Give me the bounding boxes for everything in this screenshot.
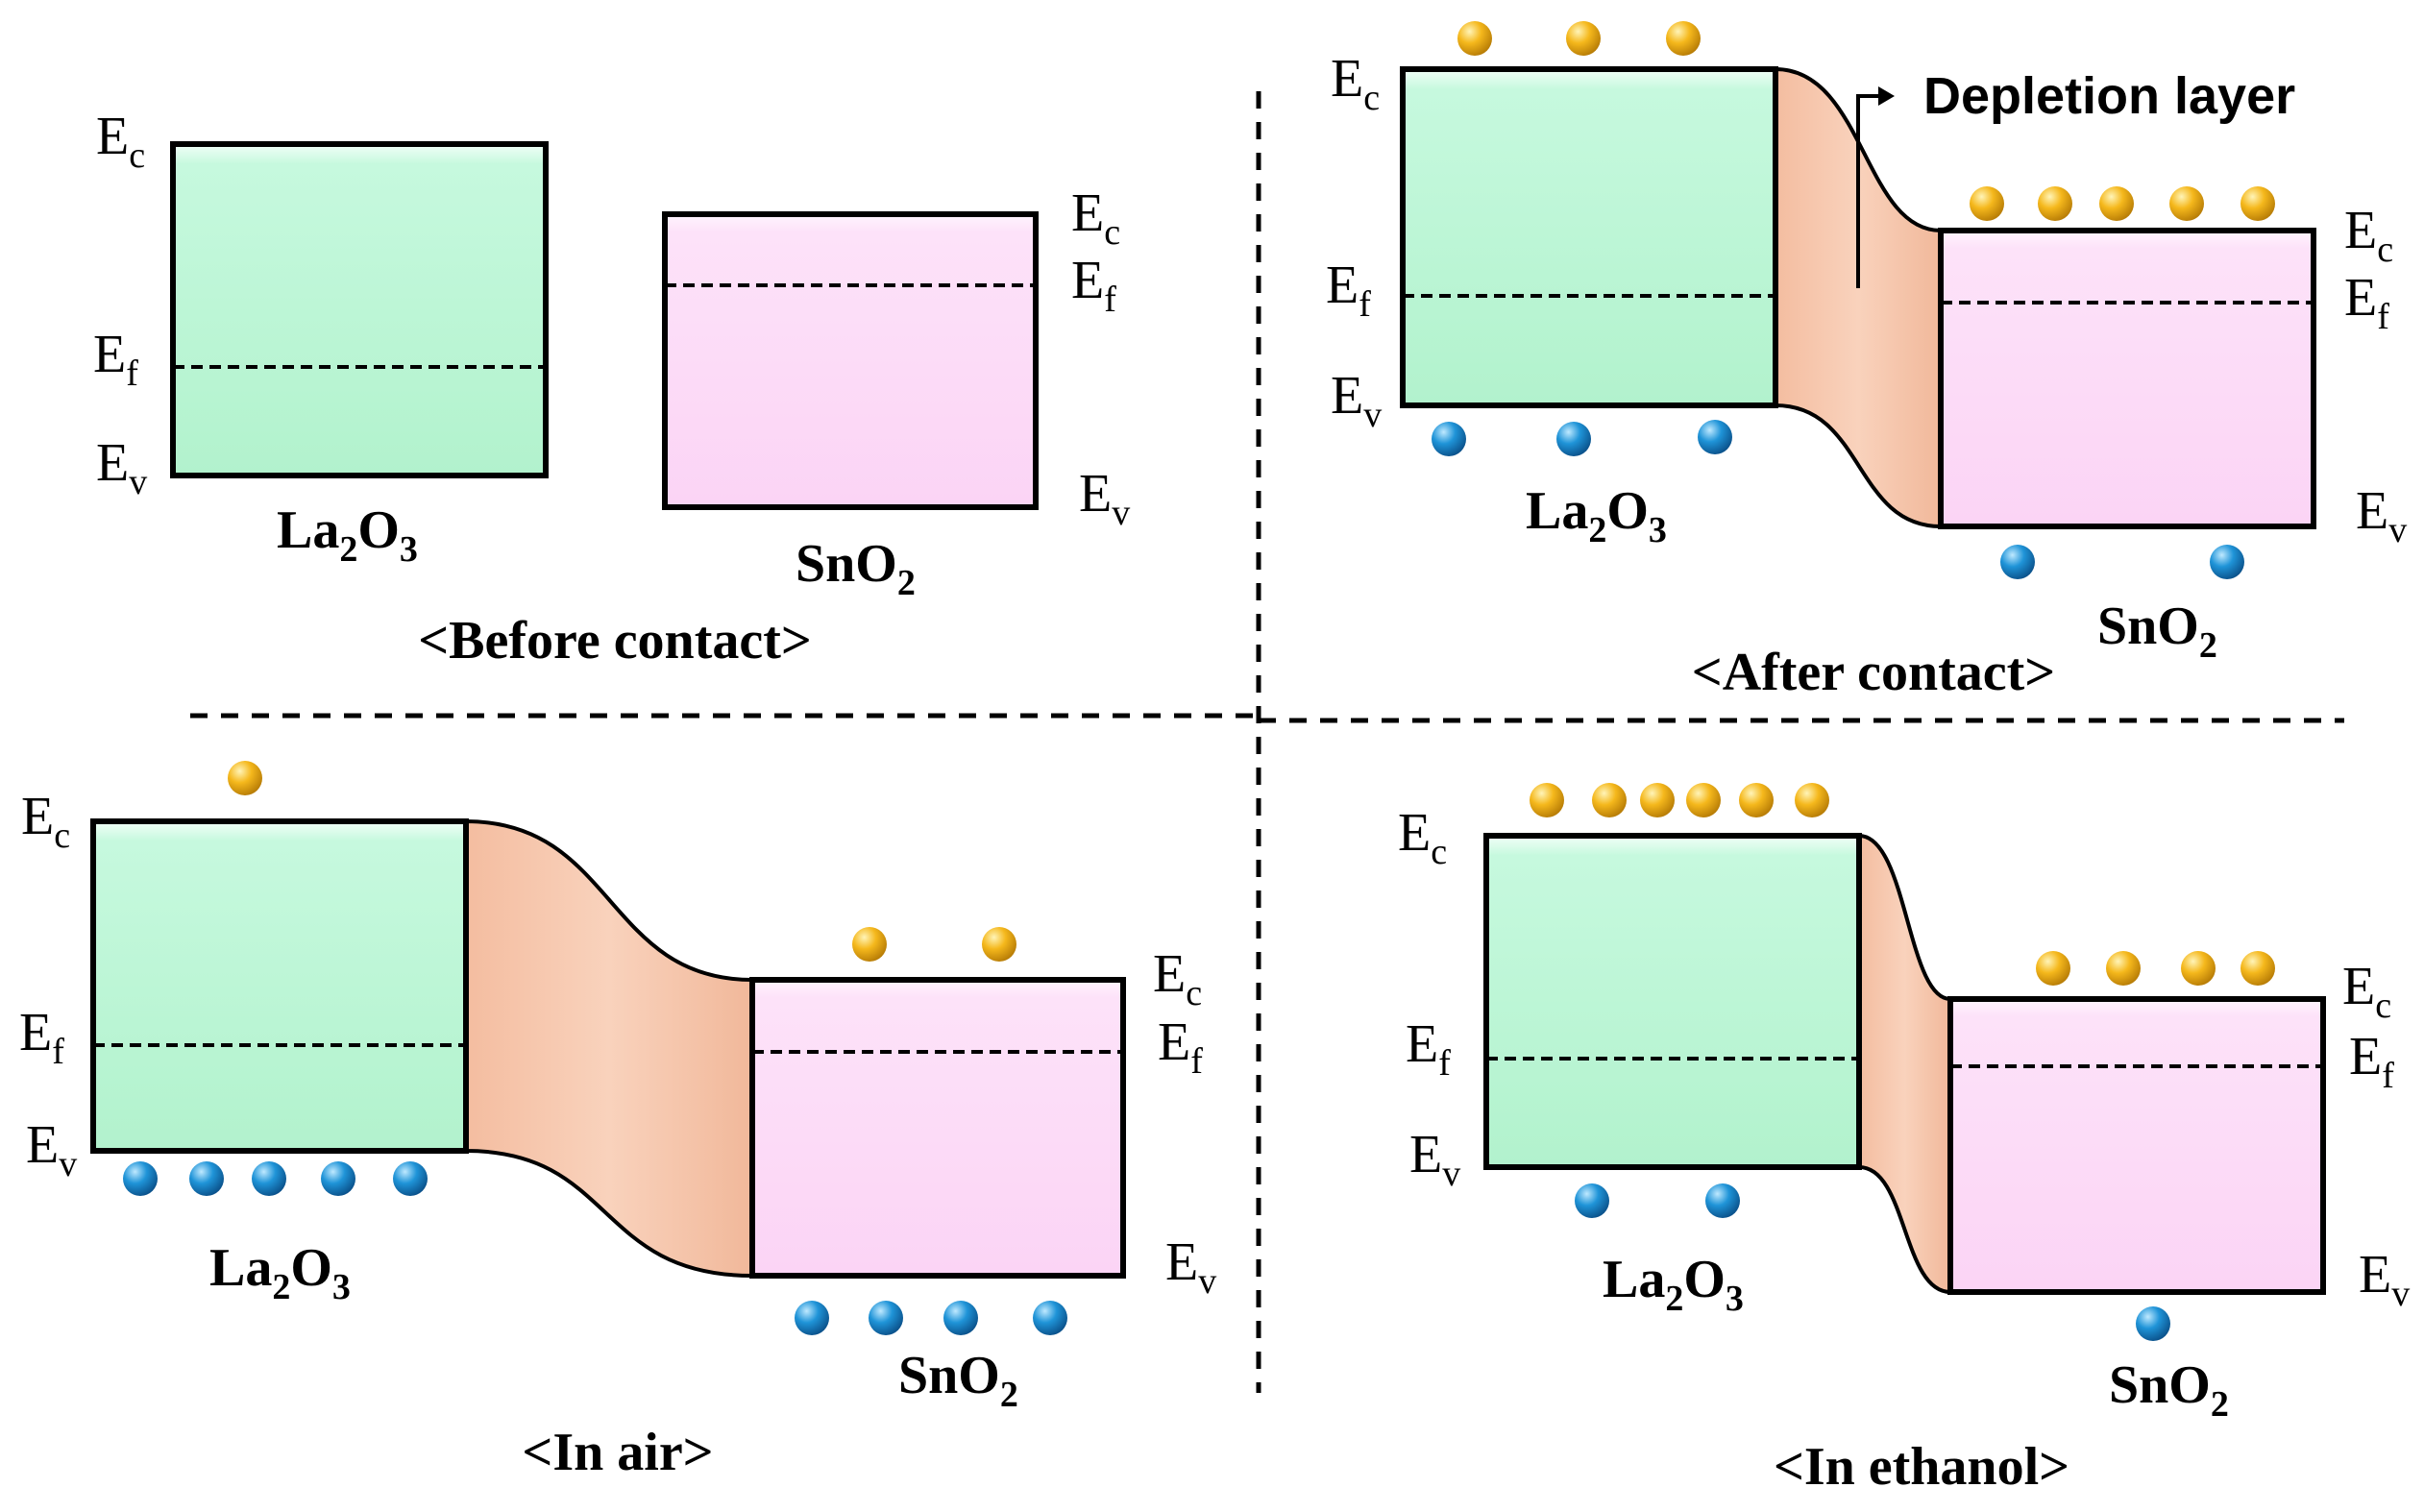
depletion-region	[1857, 833, 1952, 1295]
electron	[1666, 21, 1701, 56]
electron	[2099, 186, 2134, 221]
electron	[1566, 21, 1601, 56]
caption-after-contact: <After contact>	[1692, 643, 2055, 702]
sno2-band-box	[749, 977, 1126, 1279]
hole	[252, 1161, 286, 1196]
label-ec: Ec	[1398, 803, 1447, 872]
label-ef: Ef	[1071, 251, 1116, 320]
label-ef: Ef	[19, 1003, 64, 1072]
la2o3-band-box	[1483, 833, 1862, 1170]
electron	[1592, 783, 1627, 817]
sno2-band-box	[1947, 996, 2326, 1295]
electron	[2181, 951, 2216, 986]
depletion-layer-label: Depletion layer	[1923, 67, 2295, 125]
label-ef: Ef	[1326, 256, 1371, 325]
electron	[1530, 783, 1564, 817]
label-ec: Ec	[2342, 957, 2391, 1026]
arrow-head	[1878, 86, 1895, 106]
hole	[869, 1301, 903, 1335]
electron	[2240, 951, 2275, 986]
label-ef: Ef	[1158, 1012, 1203, 1082]
panel-before-contact: Ec Ef Ev Ec Ef Ev La2O3 SnO2 <Before con…	[93, 107, 1130, 671]
label-sno2: SnO2	[2109, 1355, 2229, 1425]
label-ef: Ef	[2349, 1027, 2394, 1096]
hole	[189, 1161, 224, 1196]
caption-in-ethanol: <In ethanol>	[1774, 1437, 2069, 1497]
hole	[1575, 1183, 1609, 1218]
label-ev: Ev	[96, 433, 147, 502]
hole	[2136, 1306, 2170, 1341]
la2o3-band-box	[90, 818, 469, 1154]
electron	[1457, 21, 1492, 56]
panel-in-air: Ec Ef Ev Ec Ef Ev La2O3 SnO2 <In air>	[19, 761, 1216, 1482]
hole	[1705, 1183, 1740, 1218]
label-ec: Ec	[2344, 201, 2393, 270]
sno2-band-box	[662, 211, 1039, 510]
label-ef: Ef	[93, 325, 138, 394]
label-la2o3: La2O3	[1526, 481, 1667, 550]
label-ec: Ec	[1331, 49, 1380, 118]
label-ev: Ev	[2359, 1245, 2410, 1314]
hole	[943, 1301, 978, 1335]
electron	[228, 761, 262, 795]
label-la2o3: La2O3	[1603, 1250, 1744, 1319]
panel-after-contact: Depletion layer Ec Ef Ev Ec Ef Ev La2O3 …	[1326, 21, 2407, 702]
sno2-band-box	[1938, 228, 2316, 529]
label-ef: Ef	[1406, 1014, 1451, 1084]
label-sno2: SnO2	[898, 1346, 1018, 1415]
label-ev: Ev	[1165, 1232, 1216, 1302]
label-ec: Ec	[1071, 183, 1120, 253]
label-sno2: SnO2	[796, 534, 916, 603]
hole	[795, 1301, 829, 1335]
electron	[1795, 783, 1829, 817]
hole	[123, 1161, 158, 1196]
hole	[1432, 422, 1466, 456]
hole	[1698, 420, 1732, 454]
hole	[1033, 1301, 1067, 1335]
label-ef: Ef	[2344, 268, 2389, 337]
panel-in-ethanol: Ec Ef Ev Ec Ef Ev La2O3 SnO2 <In ethanol…	[1398, 783, 2410, 1497]
label-ec: Ec	[21, 787, 70, 856]
electron	[1640, 783, 1675, 817]
depletion-arrow	[1856, 94, 1883, 288]
electron	[2106, 951, 2141, 986]
depletion-region	[464, 818, 754, 1279]
hole	[1556, 422, 1591, 456]
label-ec: Ec	[1153, 944, 1202, 1013]
label-la2o3: La2O3	[209, 1238, 351, 1307]
hole	[321, 1161, 355, 1196]
label-ec: Ec	[96, 107, 145, 176]
label-ev: Ev	[26, 1115, 77, 1184]
electron	[1739, 783, 1774, 817]
electron	[2240, 186, 2275, 221]
hole	[393, 1161, 428, 1196]
label-ev: Ev	[2356, 481, 2407, 550]
label-ev: Ev	[1079, 464, 1130, 533]
label-ev: Ev	[1331, 366, 1382, 435]
la2o3-band-box	[1400, 66, 1778, 408]
electron	[982, 927, 1016, 962]
electron	[1970, 186, 2004, 221]
caption-in-air: <In air>	[522, 1423, 713, 1482]
electron	[1686, 783, 1721, 817]
electron	[2038, 186, 2072, 221]
label-sno2: SnO2	[2097, 597, 2217, 666]
label-la2o3: La2O3	[277, 500, 418, 570]
hole	[2000, 545, 2035, 579]
caption-before-contact: <Before contact>	[418, 611, 812, 671]
label-ev: Ev	[1409, 1125, 1460, 1194]
electron	[2169, 186, 2204, 221]
hole	[2210, 545, 2244, 579]
electron	[852, 927, 887, 962]
electron	[2036, 951, 2070, 986]
la2o3-band-box	[170, 141, 549, 478]
